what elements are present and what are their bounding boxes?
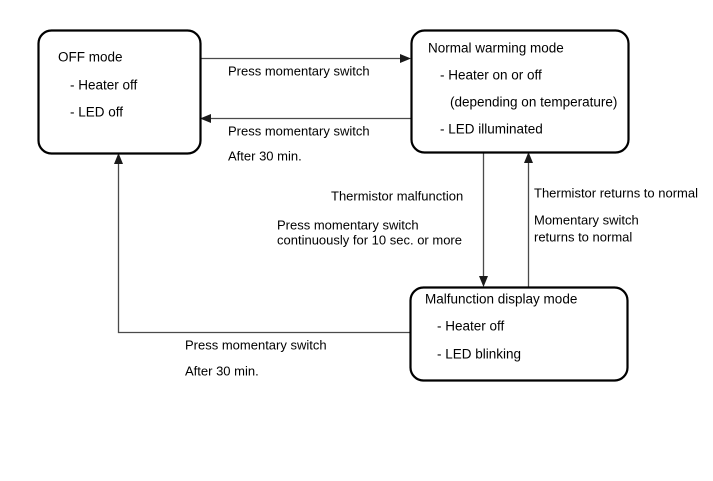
label-normal-to-malfunction-line3: continuously for 10 sec. or more: [277, 232, 462, 247]
label-normal-to-off-line1: Press momentary switch: [228, 123, 370, 138]
label-malfunction-to-normal: Thermistor returns to normal Momentary s…: [534, 185, 698, 244]
off-mode-box-shape: [37, 29, 202, 155]
normal-warming-mode-item-heater: - Heater on or off: [440, 68, 542, 83]
label-malfunction-to-normal-line2: Momentary switch: [534, 212, 639, 227]
label-off-to-normal-line1: Press momentary switch: [228, 63, 370, 78]
normal-warming-mode-box-shape: [410, 29, 630, 154]
label-normal-to-off-line2: After 30 min.: [228, 148, 302, 163]
label-malfunction-to-normal-line3: returns to normal: [534, 229, 632, 244]
label-malfunction-to-off: Press momentary switch After 30 min.: [185, 337, 327, 378]
edge-malfunction-to-off-line: [117, 160, 410, 334]
transition-normal-to-malfunction: [479, 152, 488, 287]
malfunction-display-mode-title: Malfunction display mode: [425, 292, 577, 307]
state-box-malfunction-display-mode[interactable]: Malfunction display mode - Heater off - …: [409, 286, 629, 382]
malfunction-display-mode-item-led: - LED blinking: [437, 347, 521, 362]
arrow-head-to-normal: [400, 54, 411, 63]
off-mode-item-heater: - Heater off: [70, 78, 138, 93]
transition-normal-to-off: [200, 114, 411, 123]
transition-malfunction-to-normal: [524, 152, 533, 287]
arrow-head-to-normal-up: [524, 152, 533, 163]
transition-off-to-normal: [200, 54, 411, 63]
label-malfunction-to-normal-line1: Thermistor returns to normal: [534, 185, 698, 200]
label-malfunction-to-off-line2: After 30 min.: [185, 363, 259, 378]
arrow-head-to-off-up: [114, 153, 123, 164]
label-normal-to-malfunction-line1: Thermistor malfunction: [331, 188, 463, 203]
label-malfunction-to-off-line1: Press momentary switch: [185, 337, 327, 352]
normal-warming-mode-item-led: - LED illuminated: [440, 122, 543, 137]
label-normal-to-malfunction-line2: Press momentary switch: [277, 217, 419, 232]
state-box-normal-warming-mode[interactable]: Normal warming mode - Heater on or off (…: [410, 29, 630, 154]
off-mode-item-led: - LED off: [70, 105, 123, 120]
off-mode-title: OFF mode: [58, 50, 123, 65]
label-off-to-normal: Press momentary switch: [228, 63, 370, 78]
state-box-off-mode[interactable]: OFF mode - Heater off - LED off: [37, 29, 202, 155]
malfunction-display-mode-box-shape: [409, 286, 629, 382]
normal-warming-mode-title: Normal warming mode: [428, 41, 564, 56]
normal-warming-mode-item-depending: (depending on temperature): [450, 95, 617, 110]
label-normal-to-off: Press momentary switch After 30 min.: [228, 123, 370, 163]
arrow-head-to-off: [200, 114, 211, 123]
transition-malfunction-to-off: [114, 153, 410, 334]
arrow-head-to-malfunction: [479, 276, 488, 287]
label-normal-to-malfunction: Thermistor malfunction Press momentary s…: [277, 188, 463, 247]
malfunction-display-mode-item-heater: - Heater off: [437, 319, 505, 334]
